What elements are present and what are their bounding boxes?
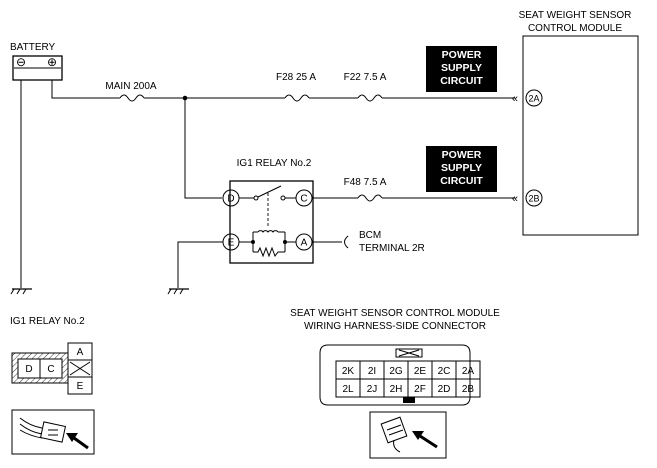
connector-latch-bottom (403, 397, 415, 403)
relay-pin-c (39, 358, 63, 379)
module-pin-2i: 2I (368, 366, 376, 377)
terminal-2a (525, 89, 543, 107)
relay-terminal-e-label: E (228, 238, 235, 249)
relay-coil-icon (239, 230, 296, 252)
module-pin-2h: 2H (390, 384, 403, 395)
module-pin-2d: 2D (438, 384, 451, 395)
relay-pin-e-label: E (77, 381, 84, 392)
battery-symbol (12, 55, 63, 81)
relay-switch-icon (239, 185, 296, 228)
power-box-1-line3: CIRCUIT (440, 75, 483, 87)
relay-pin-column (67, 342, 93, 395)
bcm-label-line2: TERMINAL 2R (359, 243, 425, 254)
relay-box (229, 180, 314, 264)
relay-pin-d-label: D (25, 364, 32, 375)
relay-pin-x-icon (69, 361, 91, 376)
module-pin-2f: 2F (414, 384, 426, 395)
wire-to-relay-d (184, 98, 222, 199)
battery-pos-icon: ⊕ (47, 55, 57, 69)
module-pin-2j: 2J (367, 384, 378, 395)
module-connector-title-line1: SEAT WEIGHT SENSOR CONTROL MODULE (290, 308, 500, 319)
main-fuse-label: MAIN 200A (105, 81, 156, 92)
battery-positive-wire (51, 80, 120, 99)
power-box-2-line2: SUPPLY (441, 162, 482, 174)
relay-view-inset (11, 409, 95, 455)
power-box-2-line1: POWER (442, 149, 482, 161)
relay-pin-a-label: A (77, 347, 84, 358)
module-view-inset (369, 411, 447, 459)
module-title-line2: CONTROL MODULE (528, 23, 622, 34)
module-pin-2g: 2G (389, 366, 403, 377)
power-box-1-line2: SUPPLY (441, 62, 482, 74)
relay-resistor-icon (253, 246, 285, 258)
relay-terminal-c-label: C (300, 194, 307, 205)
power-supply-box-1 (426, 46, 497, 92)
module-pin-2k: 2K (342, 366, 355, 377)
bcm-connector-bracket (344, 235, 349, 249)
relay-connector-title: IG1 RELAY No.2 (10, 316, 85, 327)
fuse-f28-label: F28 25 A (276, 72, 316, 83)
connector-latch-icon (398, 349, 420, 357)
arrow-icon (66, 433, 89, 450)
connector-chevron-2a: « (512, 93, 518, 105)
ground-icon (167, 288, 189, 295)
relay-plug-icon (19, 417, 67, 443)
battery-label: BATTERY (10, 42, 56, 53)
fuse-f28-icon (284, 94, 310, 102)
power-box-2-line3: CIRCUIT (440, 175, 483, 187)
terminal-2b-label: 2B (528, 194, 539, 204)
arrow-icon (412, 431, 438, 449)
battery-neg-icon: ⊖ (16, 55, 26, 69)
connector-chevron-2b: « (512, 193, 518, 205)
main-fuse-icon (119, 94, 145, 102)
terminal-2a-label: 2A (528, 94, 539, 104)
control-module-box (522, 35, 639, 236)
module-connector-shell (319, 344, 471, 406)
fuse-f48-icon (357, 194, 383, 202)
power-box-1-line1: POWER (442, 49, 482, 61)
terminal-2b (525, 189, 543, 207)
power-supply-box-2 (426, 146, 497, 192)
relay-ground-wire (177, 241, 223, 288)
module-pin-2a: 2A (462, 366, 475, 377)
fuse-f48-label: F48 7.5 A (344, 177, 387, 188)
module-pin-2c: 2C (438, 366, 451, 377)
module-pin-2e: 2E (414, 366, 427, 377)
module-plug-icon (380, 416, 408, 453)
module-pin-2b: 2B (462, 384, 475, 395)
fuse-f22-label: F22 7.5 A (344, 72, 387, 83)
relay-pin-c-label: C (47, 364, 54, 375)
relay-title: IG1 RELAY No.2 (237, 158, 312, 169)
module-title-line1: SEAT WEIGHT SENSOR (519, 10, 632, 21)
ground-icon (10, 288, 32, 295)
relay-terminal-a-label: A (301, 238, 308, 249)
bcm-label-line1: BCM (359, 230, 381, 241)
module-pin-grid (335, 360, 481, 398)
relay-terminal-d-label: D (227, 194, 234, 205)
connector-latch-top (395, 348, 423, 358)
module-pin-2l: 2L (342, 384, 354, 395)
module-connector-title-line2: WIRING HARNESS-SIDE CONNECTOR (304, 321, 486, 332)
fuse-f22-icon (357, 94, 383, 102)
